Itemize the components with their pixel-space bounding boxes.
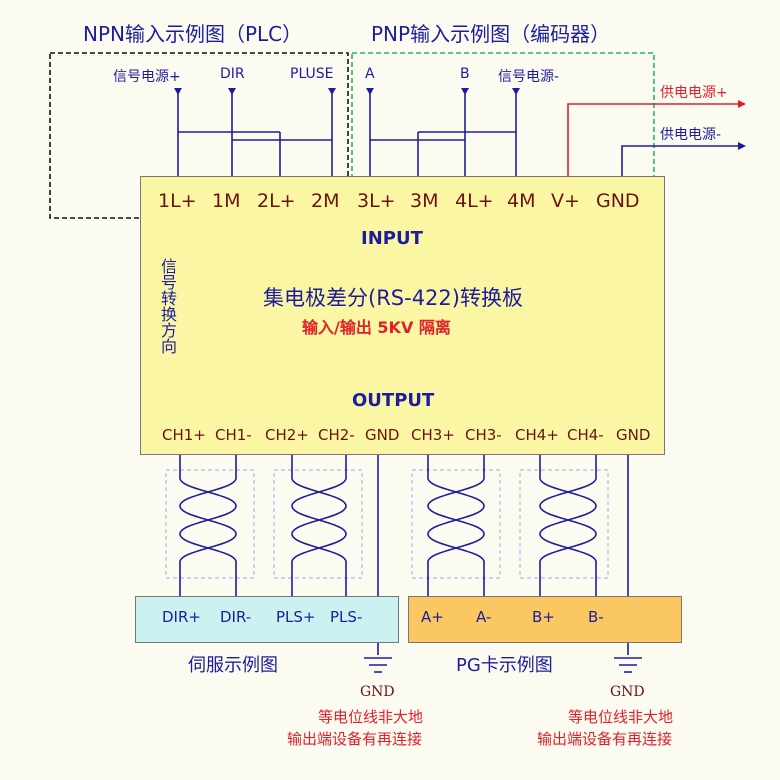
pg-terminal-b-plus: B+ (532, 608, 555, 626)
servo-terminal-dir-minus: DIR- (220, 608, 252, 626)
ground-note-1-line2: 输出端设备有再连接 (287, 730, 423, 748)
servo-terminal-block (135, 596, 399, 643)
input-terminal-2l-plus: 2L+ (257, 190, 296, 212)
pg-terminal-a-plus: A+ (421, 608, 444, 626)
servo-terminal-dir-plus: DIR+ (162, 608, 201, 626)
ground-label-2: GND (610, 684, 645, 700)
input-terminal-2m: 2M (311, 190, 340, 212)
board-title: 集电极差分(RS-422)转换板 (263, 286, 523, 310)
servo-terminal-pls-plus: PLS+ (276, 608, 316, 626)
pnp-wires (369, 90, 517, 176)
output-terminal-ch3-minus: CH3- (465, 426, 502, 444)
input-terminal-3m: 3M (410, 190, 439, 212)
output-label: OUTPUT (352, 390, 435, 411)
output-terminal-gnd-1: GND (365, 426, 400, 444)
ground-note-2-line1: 等电位线非大地 (568, 708, 674, 726)
input-terminal-3l-plus: 3L+ (357, 190, 396, 212)
npn-signal-dir: DIR (220, 66, 245, 82)
servo-terminal-pls-minus: PLS- (330, 608, 363, 626)
ground-icon (364, 657, 642, 673)
input-terminal-v-plus: V+ (551, 190, 580, 212)
npn-signal-pluse: PLUSE (290, 66, 334, 82)
twisted-pairs (179, 453, 597, 596)
npn-title: NPN输入示例图（PLC） (83, 22, 303, 46)
pnp-signal-a: A (365, 66, 375, 82)
power-plus-wire (567, 103, 738, 176)
input-terminal-4l-plus: 4L+ (455, 190, 494, 212)
pnp-signal-b: B (460, 66, 470, 82)
input-terminal-1m: 1M (212, 190, 241, 212)
pnp-signal-power-minus: 信号电源- (498, 69, 560, 85)
output-terminal-ch1-minus: CH1- (215, 426, 252, 444)
output-terminal-ch4-minus: CH4- (567, 426, 604, 444)
isolation-label: 输入/输出 5KV 隔离 (302, 318, 451, 337)
ground-note-2-line2: 输出端设备有再连接 (537, 730, 673, 748)
pg-card-terminal-block (408, 596, 682, 643)
output-terminal-ch2-minus: CH2- (318, 426, 355, 444)
direction-label: 信号转换方向 (158, 258, 177, 354)
power-minus-label: 供电电源- (660, 127, 722, 143)
output-terminal-ch1-plus: CH1+ (162, 426, 206, 444)
input-terminal-gnd: GND (596, 190, 640, 212)
power-minus-wire (621, 145, 738, 176)
npn-wires (177, 90, 333, 176)
pnp-title: PNP输入示例图（编码器） (371, 22, 611, 46)
signal-arrowheads (174, 88, 520, 95)
pg-caption: PG卡示例图 (456, 655, 553, 676)
output-terminal-ch3-plus: CH3+ (411, 426, 455, 444)
input-terminal-1l-plus: 1L+ (158, 190, 197, 212)
converter-board (140, 176, 665, 455)
output-terminal-gnd-2: GND (616, 426, 651, 444)
power-plus-label: 供电电源+ (660, 85, 728, 101)
output-terminal-ch2-plus: CH2+ (265, 426, 309, 444)
input-label: INPUT (361, 228, 423, 249)
cable-shields (165, 469, 609, 579)
pg-terminal-a-minus: A- (476, 608, 492, 626)
pg-terminal-b-minus: B- (588, 608, 604, 626)
output-terminal-ch4-plus: CH4+ (515, 426, 559, 444)
input-terminal-4m: 4M (507, 190, 536, 212)
ground-label-1: GND (360, 684, 395, 700)
ground-note-1-line1: 等电位线非大地 (318, 708, 424, 726)
servo-caption: 伺服示例图 (188, 655, 278, 676)
npn-signal-power: 信号电源+ (113, 69, 181, 85)
